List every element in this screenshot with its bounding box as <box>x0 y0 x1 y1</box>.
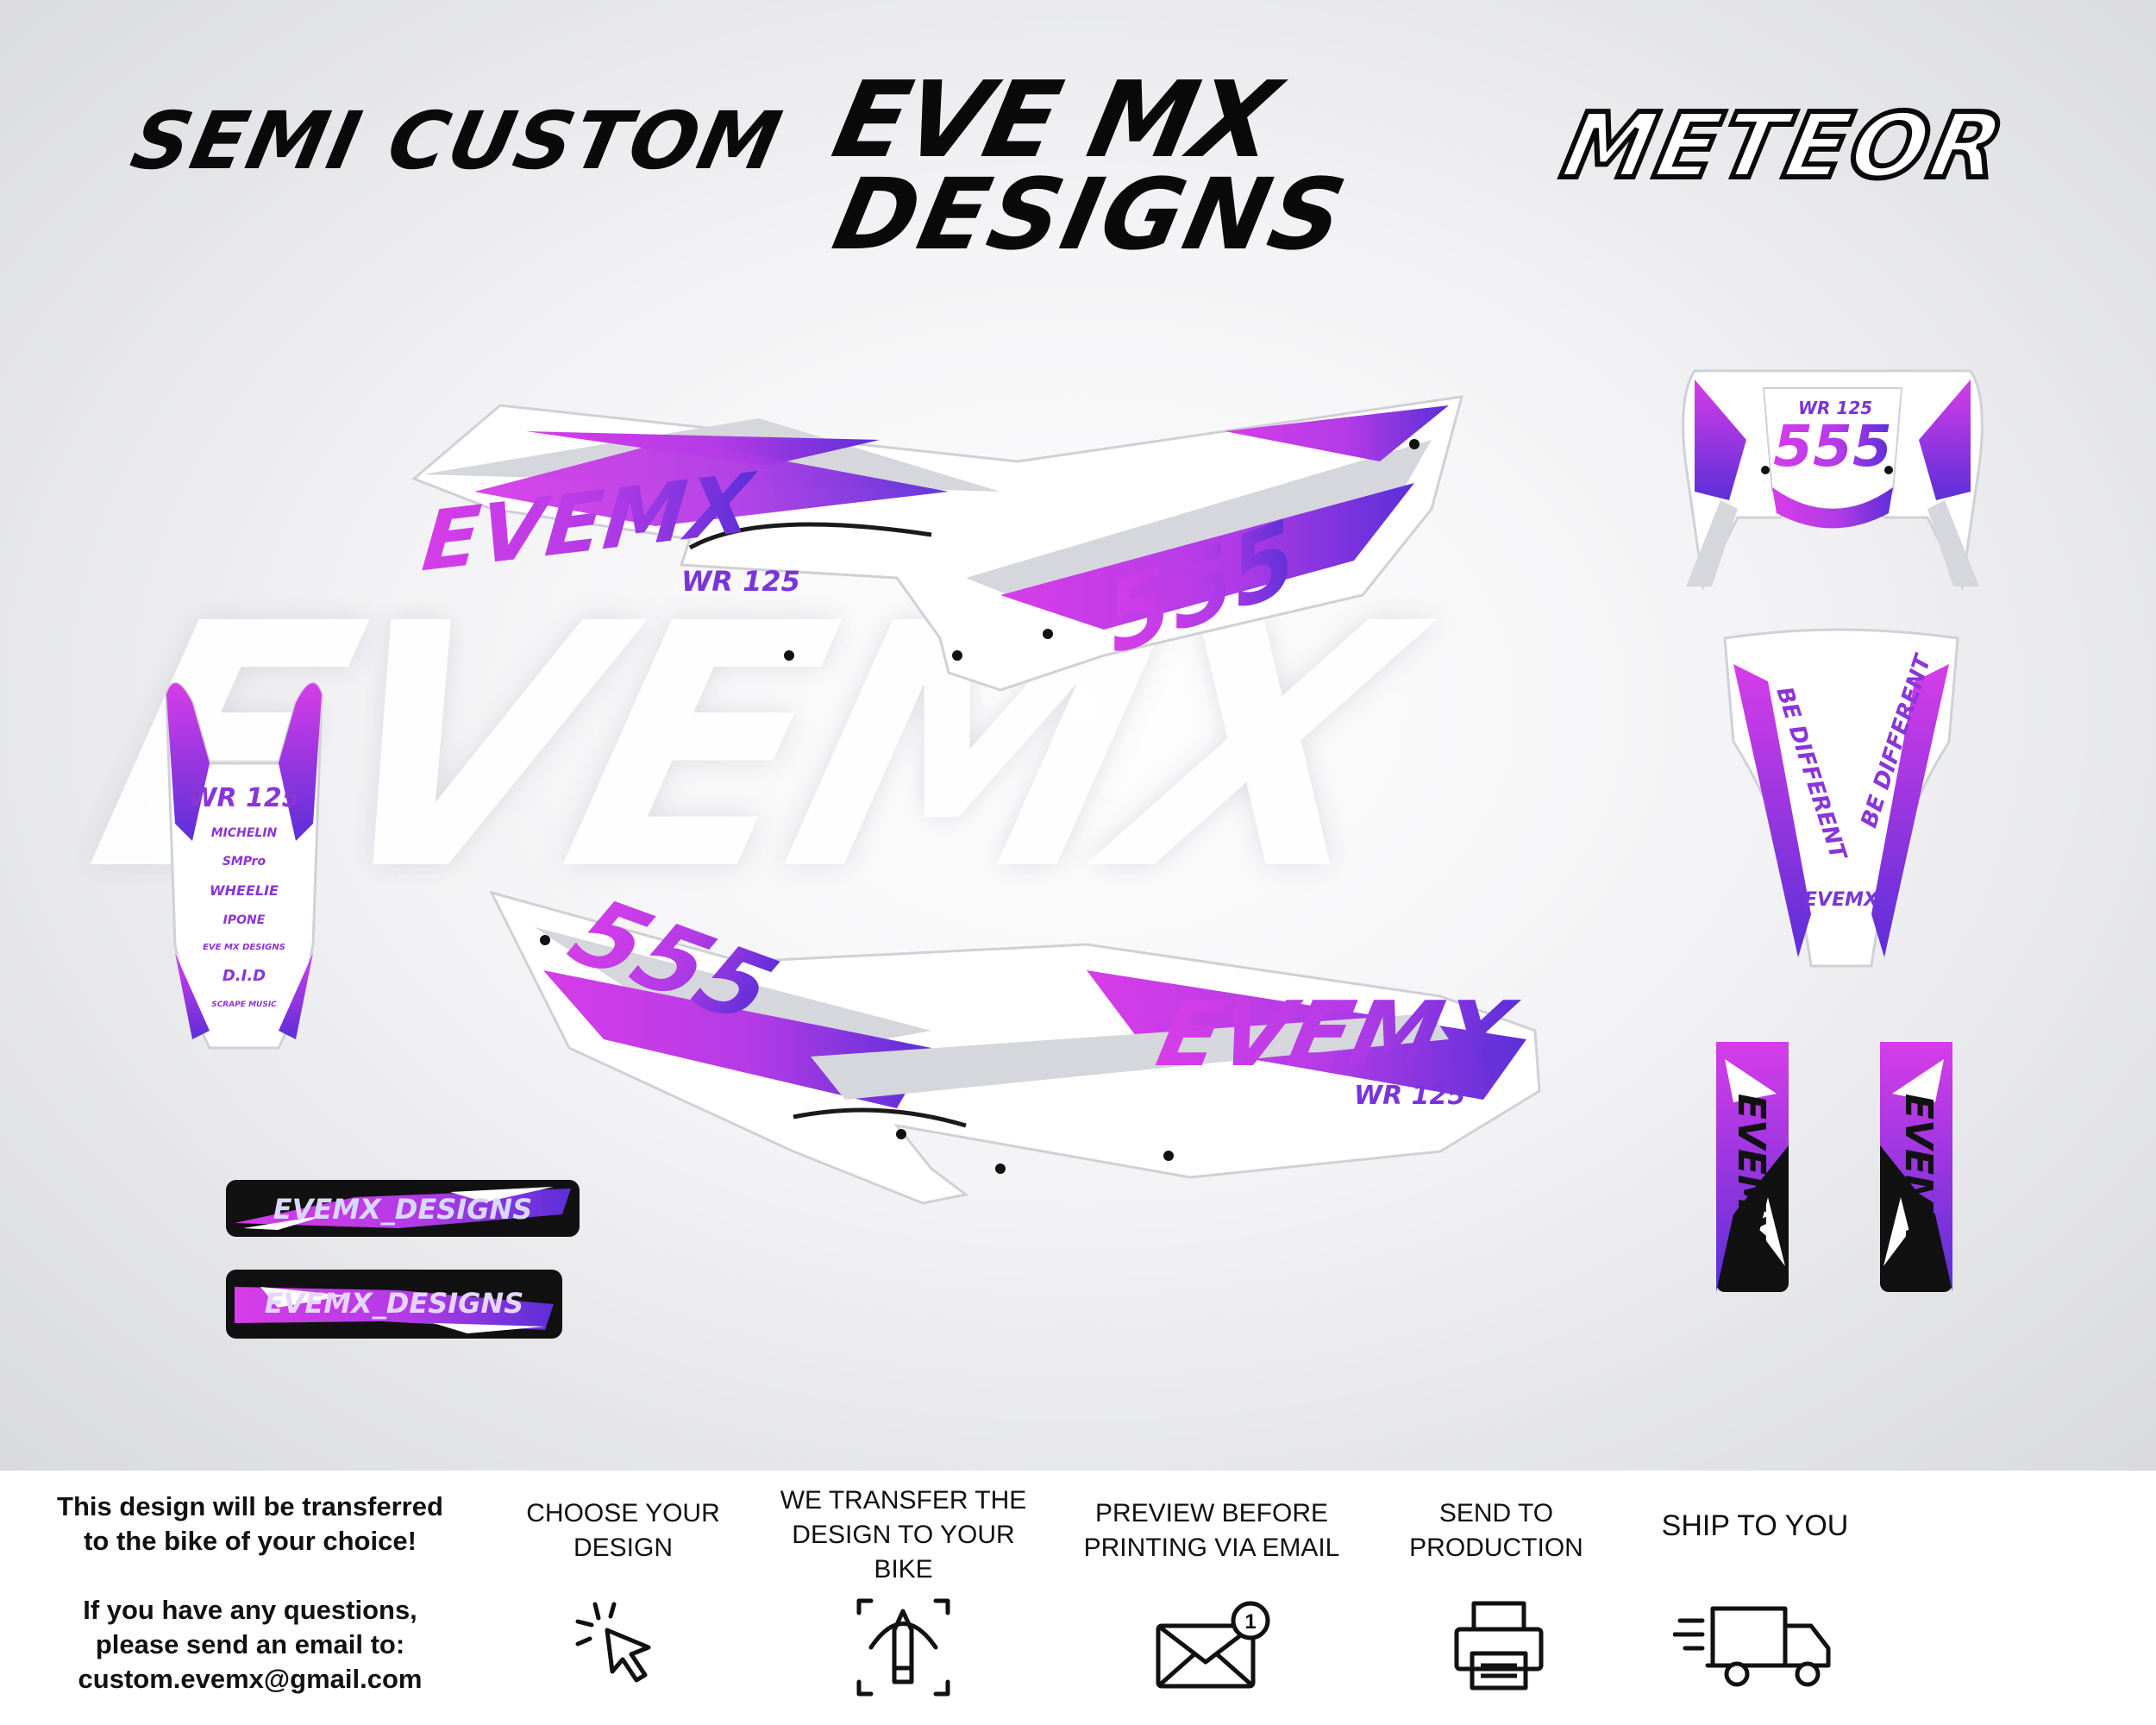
step-label: WE TRANSFER THE DESIGN TO YOUR BIKE <box>780 1486 1027 1584</box>
fender-model-badge: WR 125 <box>188 783 299 813</box>
rear-fender: WR 125 MICHELIN SMPro WHEELIE IPONE EVE … <box>165 681 323 1050</box>
brand-logo-line2: DESIGNS <box>824 157 1357 272</box>
cursor-click-icon <box>575 1602 651 1683</box>
step-choose-design: CHOOSE YOUR DESIGN <box>509 1496 737 1565</box>
info-transfer-text: This design will be transferred to the b… <box>57 1491 443 1556</box>
front-fender-brand: EVEMX <box>1804 889 1879 911</box>
step-ship: SHIP TO YOU <box>1639 1509 1871 1543</box>
upper-side-panel: EVEMX 555 WR 125 <box>411 395 1464 692</box>
fork-text-right: EVEMX <box>1896 1094 1940 1244</box>
sponsor-ipone: IPONE <box>223 913 266 927</box>
sponsor-evemx: EVE MX DESIGNS <box>203 943 285 952</box>
plate-number: 555 <box>1773 413 1892 480</box>
email-icon: 1 <box>1156 1601 1270 1689</box>
swingarm-text-top: EVEMX_DESIGNS <box>273 1193 532 1226</box>
info-questions-text: If you have any questions, please send a… <box>83 1595 417 1659</box>
email-badge-count: 1 <box>1244 1610 1256 1634</box>
sponsor-scrape: SCRAPE MUSIC <box>211 1000 277 1009</box>
step-label: CHOOSE YOUR DESIGN <box>526 1499 720 1562</box>
info-block: This design will be transferred to the b… <box>17 1490 483 1697</box>
step-label: SHIP TO YOU <box>1661 1509 1849 1542</box>
lower-panel-brand-text: EVEMX <box>1149 982 1526 1087</box>
printer-icon <box>1454 1601 1544 1690</box>
process-footer: This design will be transferred to the b… <box>0 1471 2156 1725</box>
sponsor-smpro: SMPro <box>222 855 266 869</box>
plate-model-badge: WR 125 <box>1798 398 1872 418</box>
swingarm-sticker-top: EVEMX_DESIGNS <box>226 1180 580 1237</box>
step-label: SEND TO PRODUCTION <box>1409 1499 1583 1562</box>
contact-email[interactable]: custom.evemx@gmail.com <box>78 1664 423 1694</box>
front-number-plate: 555 WR 125 <box>1682 369 1984 591</box>
swingarm-sticker-bottom: EVEMX_DESIGNS <box>226 1270 562 1339</box>
swingarm-text-bottom: EVEMX_DESIGNS <box>265 1287 523 1320</box>
fork-sticker-right: EVEMX <box>1880 1042 1952 1292</box>
panel-model-badge: WR 125 <box>681 565 800 598</box>
step-preview-email: PREVIEW BEFORE PRINTING VIA EMAIL <box>1065 1496 1358 1565</box>
sponsor-wheelie: WHEELIE <box>210 882 279 899</box>
delivery-truck-icon <box>1673 1606 1831 1687</box>
step-send-production: SEND TO PRODUCTION <box>1380 1496 1613 1565</box>
fork-sticker-left: EVEMX <box>1716 1042 1789 1292</box>
product-preview-area: SEMI CUSTOM EVE MX DESIGNS METEOR EVEMX <box>0 0 2156 1471</box>
brand-logo: EVE MX DESIGNS <box>824 59 1357 272</box>
sponsor-did: D.I.D <box>222 967 266 985</box>
pen-tool-icon <box>856 1598 950 1697</box>
lower-panel-model-badge: WR 125 <box>1354 1081 1465 1111</box>
design-name-title: METEOR <box>1551 91 2018 201</box>
fork-text-left: EVEMX <box>1729 1094 1773 1244</box>
step-label: PREVIEW BEFORE PRINTING VIA EMAIL <box>1083 1499 1340 1562</box>
sponsor-michelin: MICHELIN <box>211 826 278 840</box>
semi-custom-title: SEMI CUSTOM <box>123 95 791 187</box>
front-fender: BE DIFFERENT BE DIFFERENT EVEMX <box>1723 628 1959 968</box>
step-transfer-design: WE TRANSFER THE DESIGN TO YOUR BIKE <box>776 1484 1031 1587</box>
lower-side-panel: EVEMX 555 WR 125 <box>489 880 1541 1205</box>
